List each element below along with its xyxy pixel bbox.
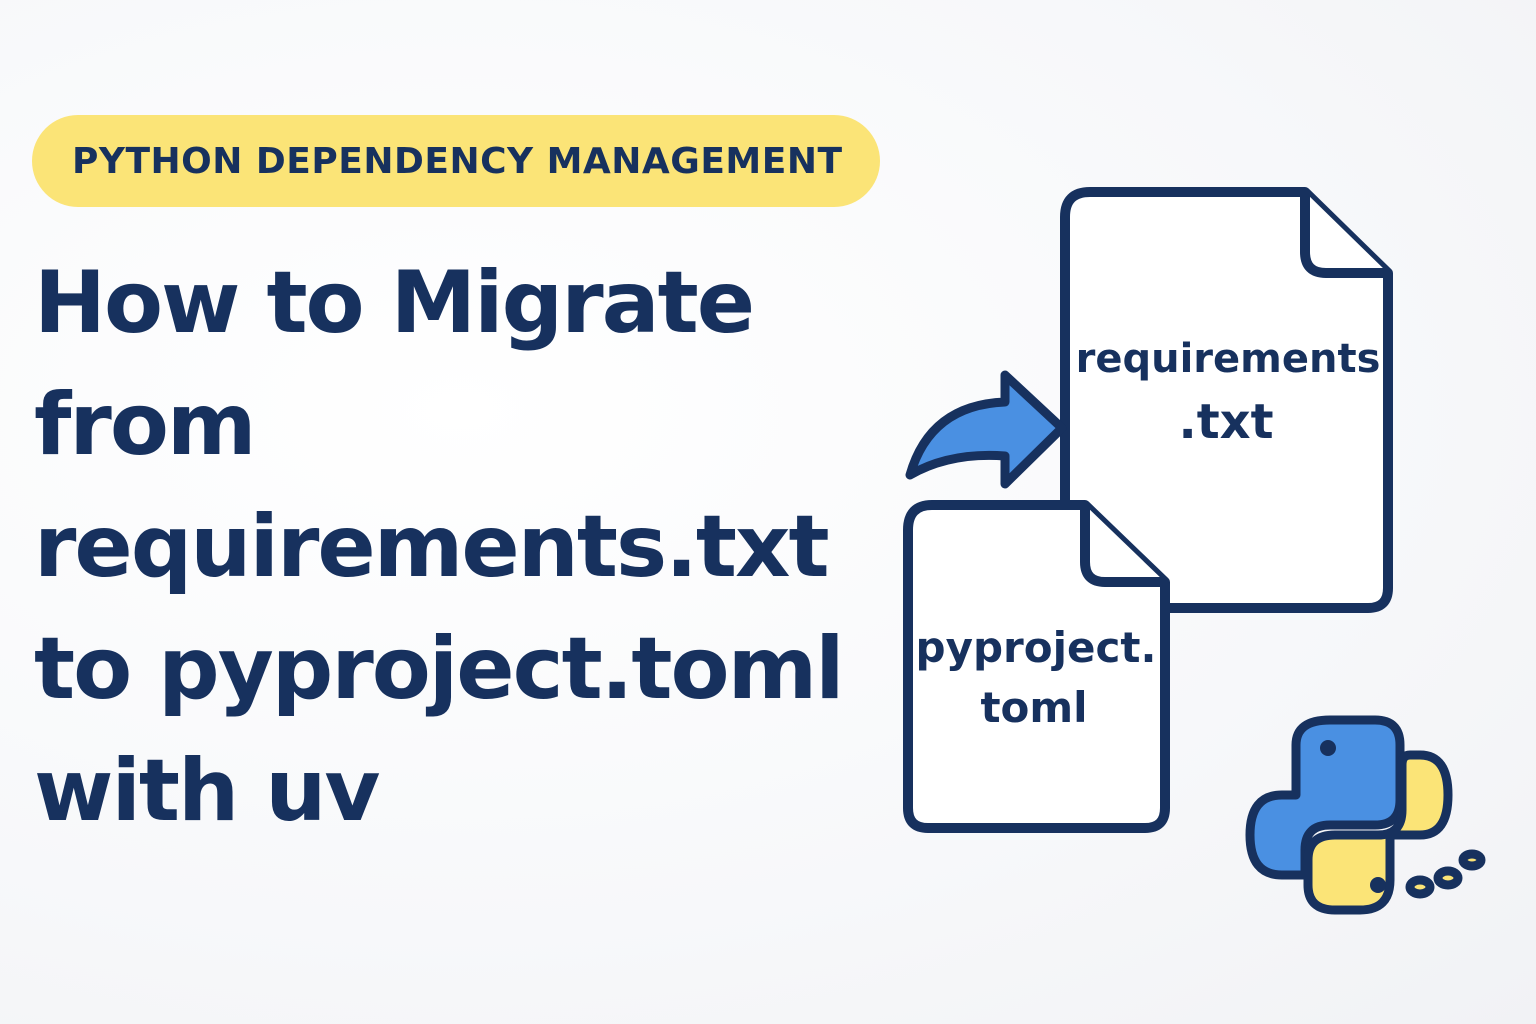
pyproject-document-label-2: toml xyxy=(980,683,1087,732)
curved-arrow-icon xyxy=(905,370,1067,489)
python-logo-icon xyxy=(1245,715,1486,915)
page-title: How to Migrate from requirements.txt to … xyxy=(34,242,914,852)
pyproject-document-icon: pyproject. toml xyxy=(903,500,1170,833)
title-line-2: from xyxy=(34,375,257,475)
category-badge-label: PYTHON DEPENDENCY MANAGEMENT xyxy=(72,140,843,182)
category-badge: PYTHON DEPENDENCY MANAGEMENT xyxy=(32,115,880,207)
requirements-document-label-1: requirements xyxy=(1076,336,1381,382)
title-line-5: with uv xyxy=(34,741,381,841)
title-line-4: to pyproject.toml xyxy=(34,619,845,719)
title-line-1: How to Migrate xyxy=(34,253,755,353)
title-line-3: requirements.txt xyxy=(34,497,830,597)
pyproject-document-label-1: pyproject. xyxy=(916,623,1157,672)
requirements-document-label-2: .txt xyxy=(1178,394,1273,450)
